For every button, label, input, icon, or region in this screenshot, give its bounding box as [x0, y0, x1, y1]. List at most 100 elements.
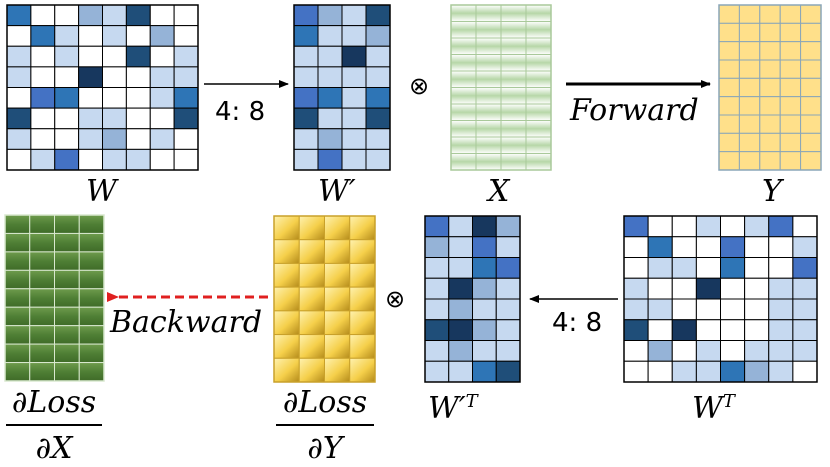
matrix-cell: [424, 236, 450, 258]
matrix-cell: [324, 239, 351, 264]
matrix-cell: [30, 128, 56, 150]
matrix-cell: [738, 151, 761, 171]
matrix-cell: [472, 340, 497, 362]
matrix-cell: [29, 288, 55, 308]
matrix-cell: [448, 340, 473, 362]
matrix-cell: [759, 96, 781, 116]
label-dloss-dy: ∂Loss ∂Y: [276, 388, 374, 464]
matrix-cell: [324, 310, 351, 336]
matrix-cell: [78, 269, 105, 290]
matrix-cell: [54, 288, 80, 308]
matrix-cell: [792, 236, 818, 258]
matrix-cell: [102, 87, 127, 109]
matrix-cell: [792, 340, 818, 362]
matrix-cell: [349, 334, 376, 359]
matrix-cell: [298, 286, 325, 312]
matrix-cell: [623, 257, 649, 279]
matrix-cell: [324, 334, 351, 359]
matrix-cell: [273, 310, 300, 336]
matrix-cell: [800, 4, 822, 24]
matrix-cell: [293, 66, 319, 88]
matrix-cell: [125, 4, 151, 27]
matrix-border: [450, 4, 552, 171]
matrix-cell: [718, 132, 740, 153]
matrix-cell: [6, 87, 32, 109]
label-x: X: [488, 174, 510, 209]
matrix-cell: [744, 298, 770, 321]
matrix-cell: [6, 128, 32, 150]
matrix-cell: [29, 214, 55, 234]
matrix-cell: [365, 45, 391, 68]
matrix-cell: [525, 103, 552, 121]
matrix-cell: [349, 286, 376, 312]
matrix-cell: [500, 21, 527, 39]
matrix-cell: [475, 37, 502, 55]
matrix-cell: [125, 148, 151, 171]
matrix-border: [6, 4, 199, 171]
matrix-cell: [695, 257, 721, 279]
matrix-cell: [125, 87, 151, 109]
matrix-cell: [744, 277, 770, 300]
matrix-cell: [298, 262, 325, 288]
matrix-cell: [173, 66, 199, 88]
matrix-cell: [349, 357, 376, 383]
matrix-cell: [448, 236, 473, 258]
matrix-cell: [78, 107, 103, 130]
matrix-cell: [424, 319, 450, 341]
matrix-cell: [293, 45, 319, 68]
matrix-cell: [448, 215, 473, 238]
matrix-cell: [448, 298, 473, 321]
dloss-dy-denominator: ∂Y: [307, 431, 343, 466]
matrix-cell: [54, 232, 80, 253]
matrix-cell: [341, 87, 367, 109]
matrix-cell: [768, 340, 794, 362]
matrix-cell: [4, 306, 31, 327]
label-y: Y: [762, 174, 782, 209]
matrix-cell: [341, 4, 367, 27]
matrix-cell: [4, 325, 31, 345]
matrix-cell: [647, 215, 673, 238]
matrix-cell: [78, 25, 103, 47]
matrix-cell: [293, 4, 319, 27]
matrix-cell: [525, 136, 552, 154]
matrix-cell: [324, 357, 351, 383]
dloss-dx-numerator: ∂Loss: [11, 385, 97, 420]
matrix-cell: [472, 277, 497, 300]
fraction-bar: [276, 424, 374, 426]
matrix-cell: [102, 128, 127, 150]
matrix-cell: [623, 277, 649, 300]
matrix-cell: [744, 360, 770, 383]
matrix-cell: [317, 25, 343, 47]
matrix-cell: [78, 343, 105, 364]
matrix-cell: [671, 340, 697, 362]
matrix-cell: [6, 107, 32, 130]
matrix-cell: [349, 262, 376, 288]
matrix-cell: [149, 45, 175, 68]
label-w: W: [86, 174, 117, 209]
matrix-cell: [424, 340, 450, 362]
matrix-cell: [495, 360, 521, 383]
matrix-cell: [792, 215, 818, 238]
matrix-cell: [500, 153, 527, 171]
matrix-cell: [317, 66, 343, 88]
matrix-cell: [4, 269, 31, 290]
matrix-cell: [293, 148, 319, 171]
matrix-cell: [759, 132, 781, 153]
matrix-cell: [623, 236, 649, 258]
matrix-cell: [341, 107, 367, 130]
matrix-cell: [495, 319, 521, 341]
matrix-cell: [173, 87, 199, 109]
matrix-border: [293, 4, 391, 171]
matrix-cell: [759, 151, 781, 171]
dloss-dy-numerator: ∂Loss: [282, 385, 368, 420]
matrix-cell: [273, 357, 300, 383]
matrix-cell: [450, 153, 477, 171]
matrix-cell: [78, 128, 103, 150]
matrix-cell: [54, 4, 80, 27]
matrix-cell: [4, 362, 31, 382]
matrix-cell: [495, 215, 521, 238]
matrix-cell: [78, 232, 105, 253]
matrix-border: [424, 215, 521, 383]
matrix-cell: [102, 148, 127, 171]
